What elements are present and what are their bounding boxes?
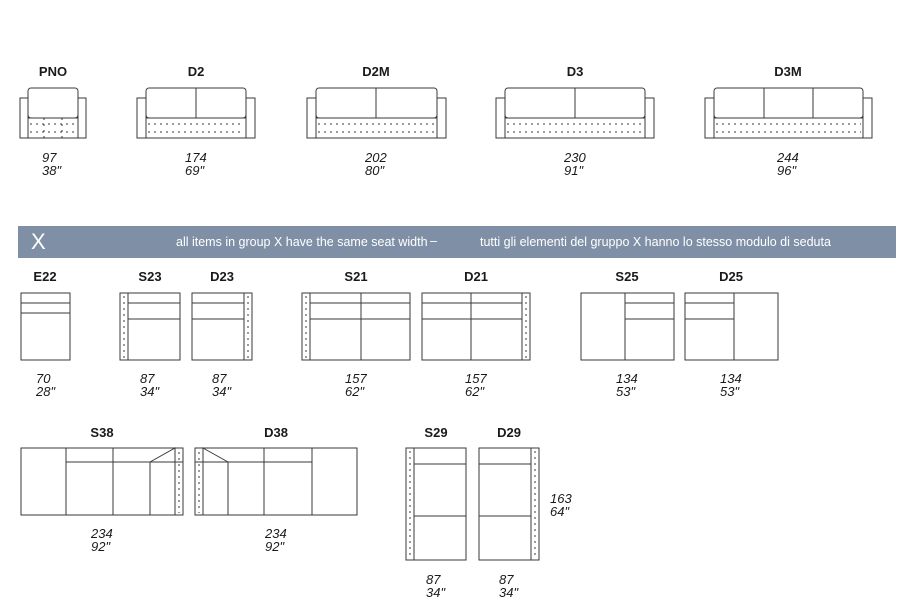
drawing-d29 <box>478 447 540 561</box>
label-d25: D25 <box>719 269 743 284</box>
drawing-d3m <box>704 87 873 139</box>
label-s23: S23 <box>138 269 162 284</box>
dim-d3m-cm: 244 <box>777 150 799 165</box>
drawing-d38 <box>194 447 358 516</box>
label-d2m: D2M <box>362 64 390 79</box>
dim-d3m-inch: 96" <box>777 163 797 178</box>
banner-separator: – <box>430 234 437 248</box>
dim-e22-inch: 28" <box>36 384 56 399</box>
dim-d38-cm: 234 <box>265 526 287 541</box>
drawing-s25 <box>580 292 675 361</box>
dim-d2m-inch: 80" <box>365 163 385 178</box>
label-s25: S25 <box>615 269 639 284</box>
dim-d25-cm: 134 <box>720 371 742 386</box>
dim-s25-cm: 134 <box>616 371 638 386</box>
drawing-pno <box>19 87 87 139</box>
dim-s38-inch: 92" <box>91 539 111 554</box>
label-d3m: D3M <box>774 64 802 79</box>
label-pno: PNO <box>38 64 68 79</box>
drawing-d23 <box>191 292 253 361</box>
drawing-d2 <box>136 87 256 139</box>
label-d21: D21 <box>464 269 488 284</box>
dim-d21-cm: 157 <box>465 371 487 386</box>
dim-d29-inch: 34" <box>499 585 519 600</box>
drawing-s21 <box>301 292 411 361</box>
group-x-banner: X all items in group X have the same sea… <box>18 226 896 258</box>
dim-s25-inch: 53" <box>616 384 636 399</box>
dim-d23-cm: 87 <box>212 371 227 386</box>
dim-d2-cm: 174 <box>185 150 207 165</box>
label-s29: S29 <box>424 425 448 440</box>
dim-s38-cm: 234 <box>91 526 113 541</box>
dim-d21-inch: 62" <box>465 384 485 399</box>
dim-d25-inch: 53" <box>720 384 740 399</box>
drawing-d21 <box>421 292 531 361</box>
label-d2: D2 <box>187 64 205 79</box>
label-e22: E22 <box>33 269 57 284</box>
dim-d23-inch: 34" <box>212 384 232 399</box>
dim-s29-inch: 34" <box>426 585 446 600</box>
dim-s29-cm: 87 <box>426 572 441 587</box>
dim-d3-cm: 230 <box>564 150 586 165</box>
label-d29: D29 <box>497 425 521 440</box>
dim-d2-inch: 69" <box>185 163 205 178</box>
banner-text-en: all items in group X have the same seat … <box>176 235 428 249</box>
drawing-s29 <box>405 447 467 561</box>
drawing-e22 <box>20 292 71 361</box>
dim-d3-inch: 91" <box>564 163 584 178</box>
dim-s23-inch: 34" <box>140 384 160 399</box>
label-s21: S21 <box>344 269 368 284</box>
drawing-s38 <box>20 447 184 516</box>
dim-s21-inch: 62" <box>345 384 365 399</box>
label-s38: S38 <box>90 425 114 440</box>
group-letter: X <box>31 229 46 254</box>
dim-d38-inch: 92" <box>265 539 285 554</box>
dim-e22-cm: 70 <box>36 371 51 386</box>
drawing-d2m <box>306 87 447 139</box>
drawing-d25 <box>684 292 779 361</box>
dim-s21-cm: 157 <box>345 371 367 386</box>
banner-text-it: tutti gli elementi del gruppo X hanno lo… <box>480 235 831 249</box>
dim-depth-cm: 163 <box>550 491 572 506</box>
dim-s23-cm: 87 <box>140 371 155 386</box>
drawing-d3 <box>495 87 655 139</box>
label-d38: D38 <box>264 425 288 440</box>
label-d23: D23 <box>210 269 234 284</box>
dim-d29-cm: 87 <box>499 572 514 587</box>
dim-depth-inch: 64" <box>550 504 570 519</box>
dim-pno-inch: 38" <box>42 163 62 178</box>
dim-d2m-cm: 202 <box>365 150 387 165</box>
drawing-s23 <box>119 292 181 361</box>
label-d3: D3 <box>566 64 584 79</box>
dim-pno-cm: 97 <box>42 150 57 165</box>
